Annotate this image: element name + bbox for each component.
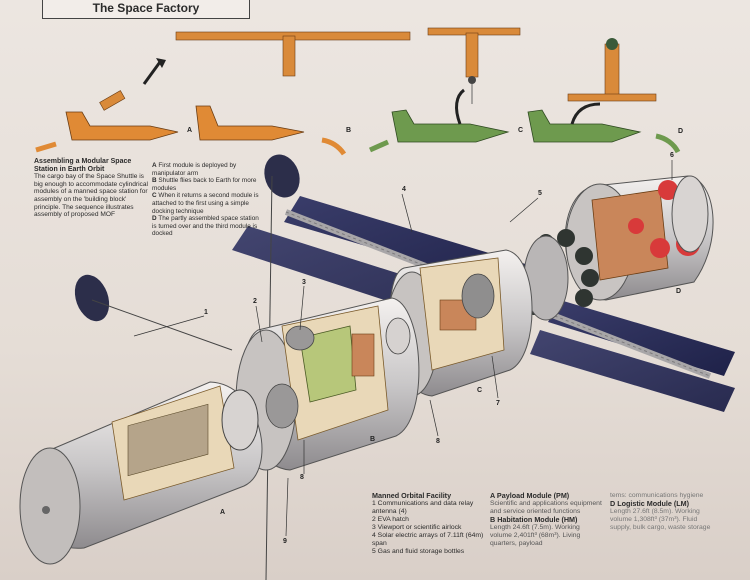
callout-5: 5: [538, 190, 542, 197]
legend-text: Length 24.6ft (7.5m). Working volume 2,4…: [490, 524, 581, 547]
shuttle-b: [195, 105, 305, 141]
legend-modules: A Payload Module (PM) Scientific and app…: [490, 492, 602, 548]
legend-mof: Manned Orbital Facility 1 Communications…: [372, 492, 484, 556]
callout-3: 3: [302, 279, 306, 286]
step-d: D The partly assembled space station is …: [152, 215, 259, 238]
module-label-b: B: [370, 436, 376, 443]
panel-label: A: [187, 127, 193, 134]
page-title: The Space Factory: [42, 0, 250, 19]
legend-logistic: tems: communications hygiene D Logistic …: [610, 492, 714, 532]
sequence-heading: Assembling a Modular Space Station in Ea…: [34, 158, 132, 173]
panel-label: D: [678, 128, 684, 135]
legend-text: tems: communications hygiene: [610, 492, 704, 499]
payload-module: [19, 381, 263, 565]
module-label-a: A: [220, 509, 226, 516]
habitation-module: [235, 297, 420, 471]
callout-4: 4: [402, 186, 406, 193]
step-b: B Shuttle flies back to Earth for more m…: [152, 177, 257, 192]
sequence-caption: Assembling a Modular Space Station in Ea…: [34, 158, 150, 219]
callout-1: 1: [204, 309, 208, 316]
callout-6: 6: [670, 152, 674, 159]
legend-item: 4 Solar electric arrays of 7.11ft (64m) …: [372, 532, 484, 547]
panel-label: B: [346, 127, 352, 134]
legend-heading: Manned Orbital Facility: [372, 491, 452, 500]
module-label-c: C: [477, 387, 483, 394]
legend-heading: A Payload Module (PM): [490, 491, 570, 500]
callout-2: 2: [253, 298, 257, 305]
assembly-sequence: [35, 27, 681, 156]
panel-label: C: [518, 127, 524, 134]
logistic-module: [564, 175, 714, 301]
shuttle-d: [527, 109, 642, 143]
step-c: C When it returns a second module is att…: [152, 192, 259, 215]
shuttle-a: [65, 111, 179, 141]
sequence-intro: The cargo bay of the Space Shuttle is bi…: [34, 173, 148, 219]
legend-item: 2 EVA hatch: [372, 516, 409, 523]
legend-item: 3 Viewport or scientific airlock: [372, 524, 462, 531]
legend-item: 1 Communications and data relay antenna …: [372, 500, 474, 515]
sequence-steps: A First module is deployed by manipulato…: [152, 162, 264, 238]
legend-item: 5 Gas and fluid storage bottles: [372, 548, 465, 555]
module-label-d: D: [676, 288, 682, 295]
solar-array-right: [548, 300, 735, 376]
callout-7: 7: [496, 400, 500, 407]
antenna-dish: [264, 154, 300, 198]
callout-9: 9: [283, 538, 287, 545]
shuttle-c: [391, 109, 510, 143]
callout-8: 8: [300, 474, 304, 481]
legend-text: Length 27.6ft (8.5m). Working volume 1,3…: [610, 508, 711, 531]
antenna-dish: [74, 274, 110, 322]
legend-heading: B Habitation Module (HM): [490, 515, 578, 524]
legend-heading: D Logistic Module (LM): [610, 499, 690, 508]
legend-text: Scientific and applications equipment an…: [490, 500, 602, 515]
callout-8: 8: [436, 438, 440, 445]
step-a: A First module is deployed by manipulato…: [152, 162, 237, 177]
